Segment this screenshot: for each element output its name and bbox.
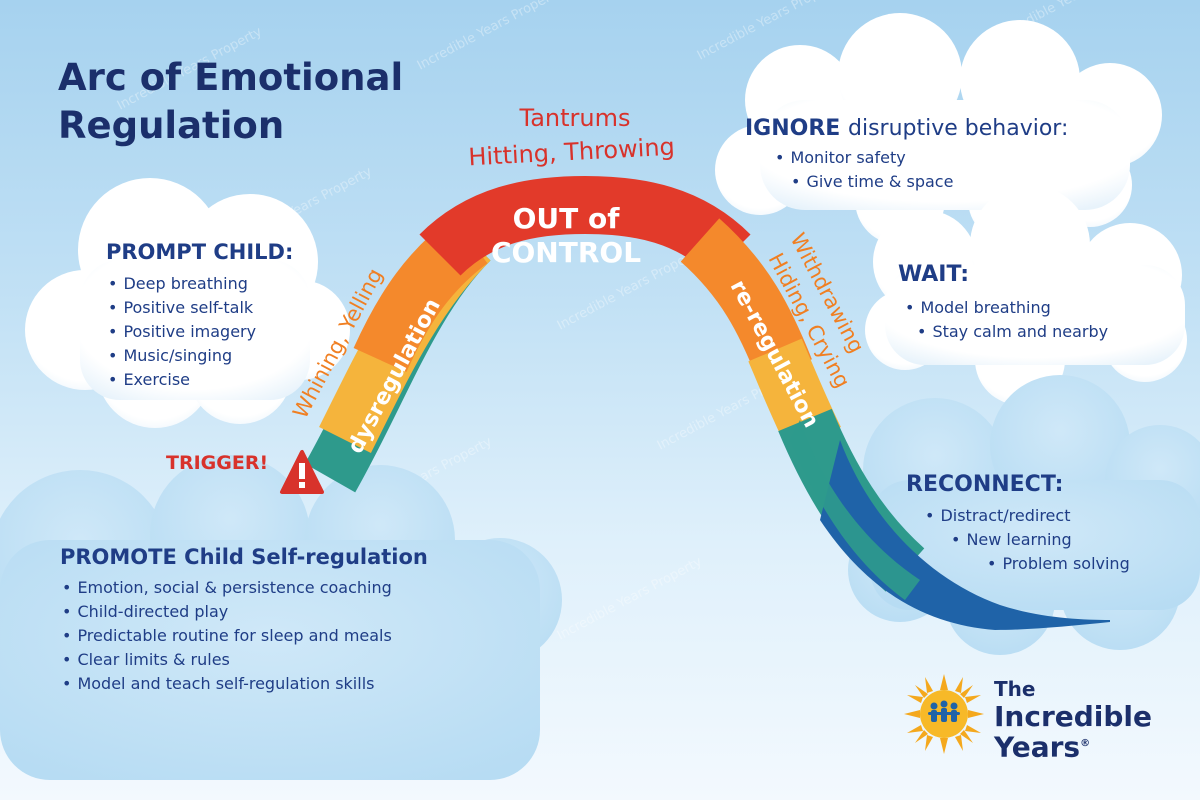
- prompt-item: Exercise: [108, 368, 256, 392]
- ignore-item: Give time & space: [775, 170, 953, 194]
- prompt-item: Deep breathing: [108, 272, 256, 296]
- reconnect-item: Problem solving: [925, 552, 1129, 576]
- ignore-heading-bold: IGNORE: [745, 116, 841, 141]
- reconnect-heading: RECONNECT:: [906, 472, 1064, 497]
- logo-registered-mark: ®: [1080, 738, 1091, 749]
- prompt-heading: PROMPT CHILD:: [106, 240, 294, 264]
- logo-text: The Incredible Years®: [994, 676, 1153, 764]
- prompt-item: Positive imagery: [108, 320, 256, 344]
- reconnect-list: Distract/redirectNew learningProblem sol…: [925, 504, 1130, 576]
- promote-heading-bold: PROMOTE: [60, 545, 177, 569]
- logo-line3: Years®: [994, 730, 1152, 764]
- page-title: Arc of Emotional Regulation: [58, 54, 403, 150]
- sun-children-icon: [904, 674, 984, 754]
- trigger-label: TRIGGER!: [166, 452, 269, 474]
- logo-line3-text: Years: [994, 730, 1081, 764]
- title-line2: Regulation: [58, 104, 285, 147]
- arc-tail-teal: [790, 420, 920, 600]
- ignore-list: Monitor safetyGive time & space: [775, 146, 953, 194]
- ignore-heading: IGNORE disruptive behavior:: [745, 116, 1068, 141]
- prompt-list: Deep breathingPositive self-talkPositive…: [108, 272, 256, 392]
- warning-triangle-icon: [280, 450, 324, 494]
- promote-item: Clear limits & rules: [62, 648, 392, 672]
- watermark-text: Incredible Years Property: [555, 554, 705, 643]
- logo-line1: The: [994, 677, 1036, 701]
- wait-cloud: [865, 185, 1187, 405]
- hitting-label: Hitting, Throwing: [468, 133, 676, 172]
- logo-line2: Incredible: [994, 700, 1153, 733]
- wait-list: Model breathingStay calm and nearby: [905, 296, 1108, 344]
- reconnect-item: Distract/redirect: [925, 504, 1130, 528]
- wait-item: Model breathing: [905, 296, 1108, 320]
- prompt-item: Music/singing: [108, 344, 256, 368]
- title-line1: Arc of Emotional: [58, 56, 404, 99]
- watermark-text: Incredible Years Property: [415, 0, 565, 74]
- promote-heading-rest: Child Self-regulation: [184, 545, 428, 569]
- arc-peak-line2: CONTROL: [491, 236, 641, 269]
- tantrums-label: Tantrums: [519, 104, 631, 132]
- promote-item: Child-directed play: [62, 600, 392, 624]
- prompt-item: Positive self-talk: [108, 296, 256, 320]
- promote-list: Emotion, social & persistence coachingCh…: [62, 576, 392, 696]
- wait-heading: WAIT:: [898, 262, 970, 287]
- arc-peak-line1: OUT of: [513, 202, 621, 235]
- ignore-item: Monitor safety: [775, 146, 953, 170]
- promote-item: Predictable routine for sleep and meals: [62, 624, 391, 648]
- reconnect-item: New learning: [925, 528, 1130, 552]
- promote-item: Model and teach self-regulation skills: [62, 672, 392, 696]
- wait-item: Stay calm and nearby: [905, 320, 1108, 344]
- ignore-heading-rest: disruptive behavior:: [848, 116, 1069, 141]
- incredible-years-logo: The Incredible Years®: [902, 672, 1182, 761]
- promote-heading: PROMOTE Child Self-regulation: [60, 545, 428, 569]
- promote-item: Emotion, social & persistence coaching: [62, 576, 392, 600]
